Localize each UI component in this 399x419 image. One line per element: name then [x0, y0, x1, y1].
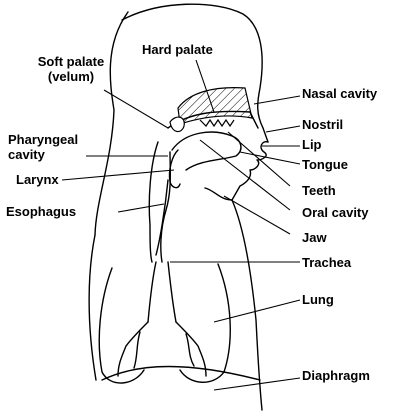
label-jaw: Jaw [302, 230, 327, 245]
neck-back [156, 180, 168, 255]
label-pharyngeal-line2: cavity [8, 147, 78, 162]
label-trachea: Trachea [302, 255, 351, 270]
label-tongue: Tongue [302, 157, 348, 172]
label-pharyngeal-cavity: Pharyngeal cavity [8, 132, 78, 162]
teeth-shape [200, 120, 234, 126]
pointer-lung [214, 300, 300, 322]
label-larynx: Larynx [16, 172, 59, 187]
pointer-oral-cavity [200, 140, 290, 210]
label-oral-cavity: Oral cavity [302, 205, 369, 220]
pointer-nasal-cavity [254, 96, 300, 104]
nasal-cavity-fill [178, 88, 252, 124]
velum-shape [170, 117, 184, 132]
head-outline [122, 4, 268, 142]
pointer-tongue [240, 152, 300, 164]
pointer-esophagus [118, 204, 164, 212]
pointer-larynx [62, 170, 174, 180]
lung-left [99, 268, 144, 383]
pharynx-back [149, 142, 158, 262]
body-outline-right [232, 200, 262, 410]
label-soft-palate-line1: Soft palate [22, 54, 120, 69]
trachea-left [148, 262, 156, 322]
label-nostril: Nostril [302, 117, 343, 132]
pointer-teeth [228, 132, 290, 186]
label-pharyngeal-line1: Pharyngeal [8, 132, 78, 147]
pointer-nostril [266, 126, 300, 132]
label-hard-palate: Hard palate [142, 42, 213, 57]
label-diaphragm: Diaphragm [302, 368, 370, 383]
face-outline [205, 142, 268, 200]
back-of-head [95, 12, 128, 235]
label-nasal-cavity: Nasal cavity [302, 86, 377, 101]
label-teeth: Teeth [302, 183, 336, 198]
trachea-right [168, 262, 176, 322]
larynx-shape [169, 150, 180, 188]
label-lip: Lip [302, 137, 322, 152]
label-soft-palate-line2: (velum) [22, 69, 120, 84]
label-esophagus: Esophagus [6, 204, 76, 219]
body-outline-left [89, 235, 96, 380]
label-lung: Lung [302, 292, 334, 307]
label-soft-palate: Soft palate (velum) [22, 54, 120, 84]
diaphragm [102, 367, 260, 381]
